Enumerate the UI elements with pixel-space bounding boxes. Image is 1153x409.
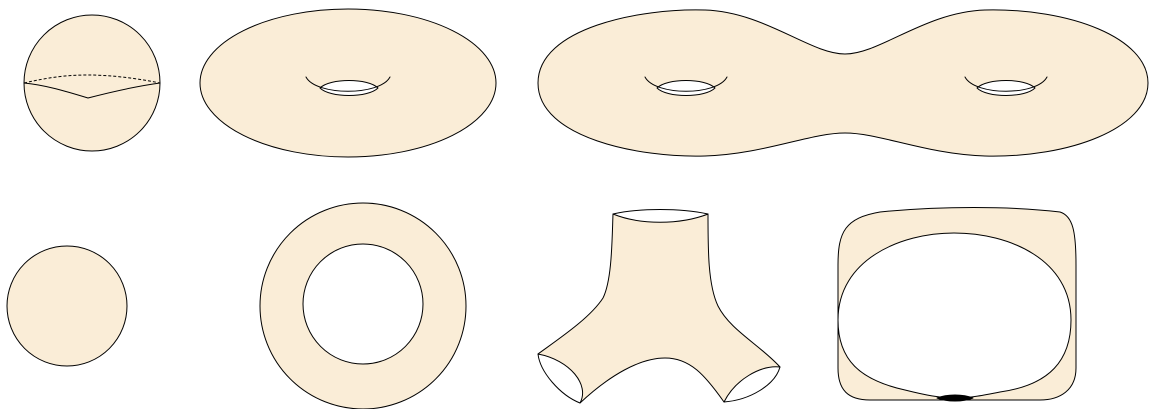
genus-two-right-hole	[977, 81, 1035, 96]
mobius-twist	[937, 395, 973, 401]
genus-two-left-hole	[657, 81, 715, 96]
disk-figure	[7, 246, 127, 366]
torus-hole	[320, 81, 378, 96]
genus-two-figure	[538, 10, 1148, 156]
pair-of-pants-figure	[538, 210, 780, 404]
disk-outline	[7, 246, 127, 366]
genus-two-outline	[538, 10, 1148, 156]
annulus-figure	[260, 203, 466, 409]
sphere-figure	[24, 15, 160, 151]
torus-figure	[200, 9, 496, 157]
mobius-inner-loop	[838, 233, 1071, 398]
sphere-outline	[24, 15, 160, 151]
mobius-band-figure	[838, 208, 1076, 402]
annulus-outline	[260, 203, 466, 409]
